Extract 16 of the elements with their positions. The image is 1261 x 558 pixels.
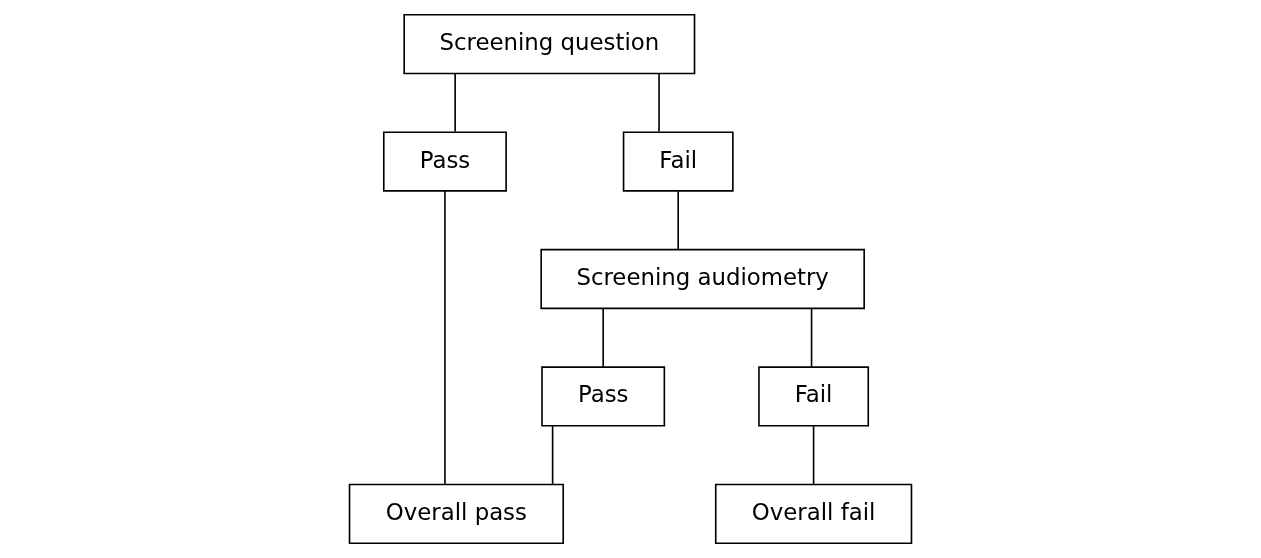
node-box: Pass [541, 366, 666, 427]
connector [812, 425, 815, 485]
connector [444, 190, 446, 486]
connector [454, 72, 456, 133]
node-box: Fail [758, 366, 870, 427]
node-box: Fail [622, 131, 734, 192]
connector [602, 307, 604, 368]
connector [677, 190, 680, 250]
node-box: Pass [382, 131, 507, 192]
connector [551, 425, 554, 485]
node-box: Overall fail [714, 483, 913, 545]
node-box: Overall pass [348, 483, 565, 545]
node-box: Screening question [403, 13, 696, 75]
connector [810, 307, 813, 368]
node-box: Screening audiometry [540, 248, 865, 310]
connector [658, 72, 660, 133]
